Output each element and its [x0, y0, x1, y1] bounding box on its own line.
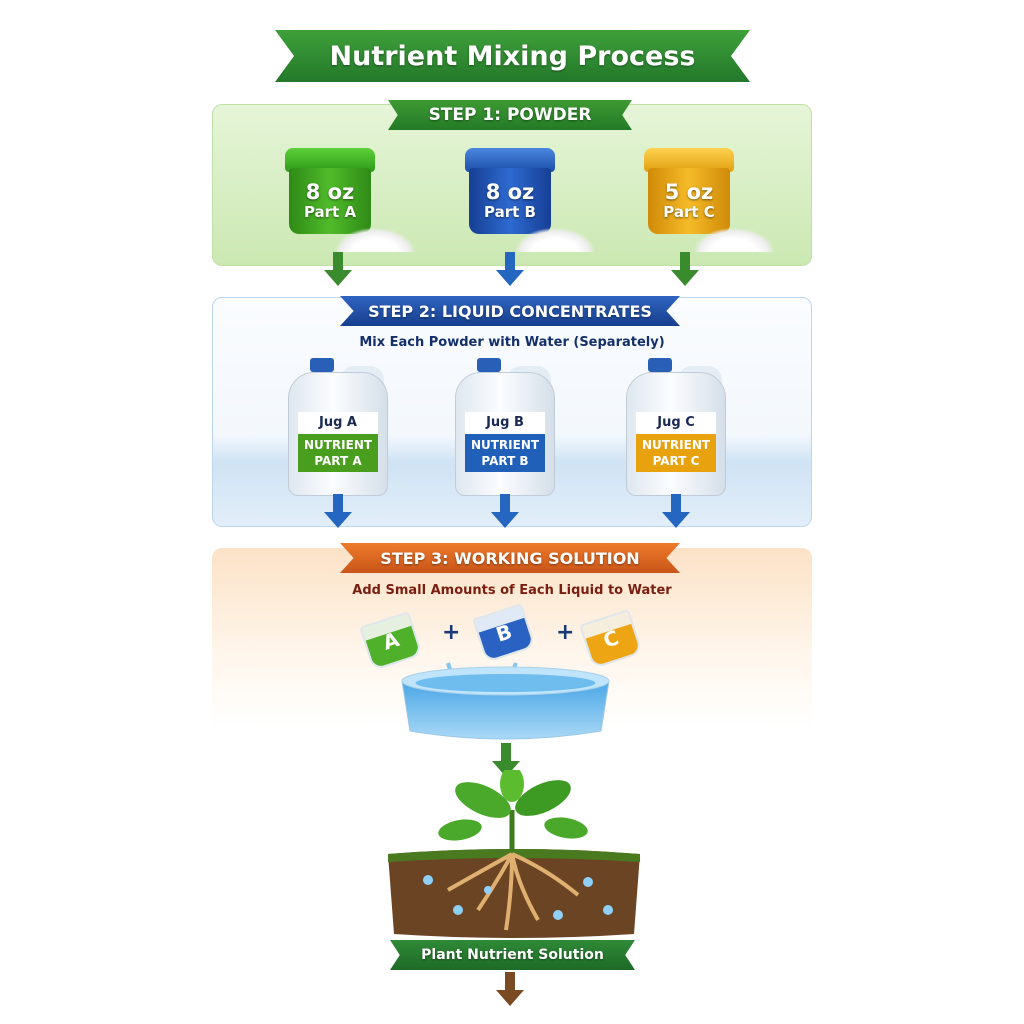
jug-label-line2: PART C	[652, 454, 700, 468]
down-arrow-icon	[492, 743, 520, 777]
step1-label: STEP 1: POWDER	[428, 105, 592, 125]
powder-pile	[515, 228, 595, 252]
down-arrow-icon	[491, 494, 519, 528]
jug-label-line1: NUTRIENT	[641, 438, 711, 452]
jar-amount: 8 oz	[485, 180, 535, 204]
down-arrow-icon	[671, 252, 699, 286]
down-arrow-icon	[496, 252, 524, 286]
powder-pile	[694, 228, 774, 252]
step3-subtitle: Add Small Amounts of Each Liquid to Wate…	[352, 583, 672, 598]
step3-label: STEP 3: WORKING SOLUTION	[380, 548, 640, 568]
page-title: Nutrient Mixing Process	[329, 40, 696, 72]
down-arrow-icon	[662, 494, 690, 528]
result-label: Plant Nutrient Solution	[421, 947, 604, 963]
title-banner: Nutrient Mixing Process	[275, 30, 750, 82]
cup-label: C	[600, 625, 622, 653]
down-arrow-icon	[324, 494, 352, 528]
jug-name: Jug C	[636, 412, 716, 434]
jug-name: Jug B	[465, 412, 545, 434]
result-banner: Plant Nutrient Solution	[390, 940, 635, 970]
jar-part: Part B	[484, 203, 536, 221]
jug-label-line2: PART A	[314, 454, 362, 468]
jug-label-line1: NUTRIENT	[470, 438, 540, 452]
jar-amount: 5 oz	[664, 180, 714, 204]
jar-amount: 8 oz	[305, 180, 355, 204]
step3-banner: STEP 3: WORKING SOLUTION	[340, 543, 680, 573]
step2-banner: STEP 2: LIQUID CONCENTRATES	[340, 296, 680, 326]
jug-label-line1: NUTRIENT	[303, 438, 373, 452]
jug-c: Jug C NUTRIENT PART C	[626, 358, 726, 496]
plus-sign: +	[442, 620, 461, 645]
jug-b: Jug B NUTRIENT PART B	[455, 358, 555, 496]
down-arrow-icon	[496, 972, 524, 1006]
step2-subtitle: Mix Each Powder with Water (Separately)	[359, 335, 665, 350]
jar-part: Part C	[663, 203, 715, 221]
cup-label: B	[493, 619, 515, 647]
cup-label: A	[379, 627, 403, 655]
jar-part: Part A	[303, 203, 357, 221]
step2-label: STEP 2: LIQUID CONCENTRATES	[368, 301, 652, 321]
plus-sign: +	[556, 620, 575, 645]
jug-label-line2: PART B	[481, 454, 529, 468]
powder-pile	[335, 228, 415, 252]
plant-roots-icon	[388, 770, 640, 938]
jug-name: Jug A	[298, 412, 378, 434]
water-basin-icon	[401, 662, 610, 740]
jug-a: Jug A NUTRIENT PART A	[288, 358, 388, 496]
step1-banner: STEP 1: POWDER	[388, 100, 632, 130]
down-arrow-icon	[324, 252, 352, 286]
